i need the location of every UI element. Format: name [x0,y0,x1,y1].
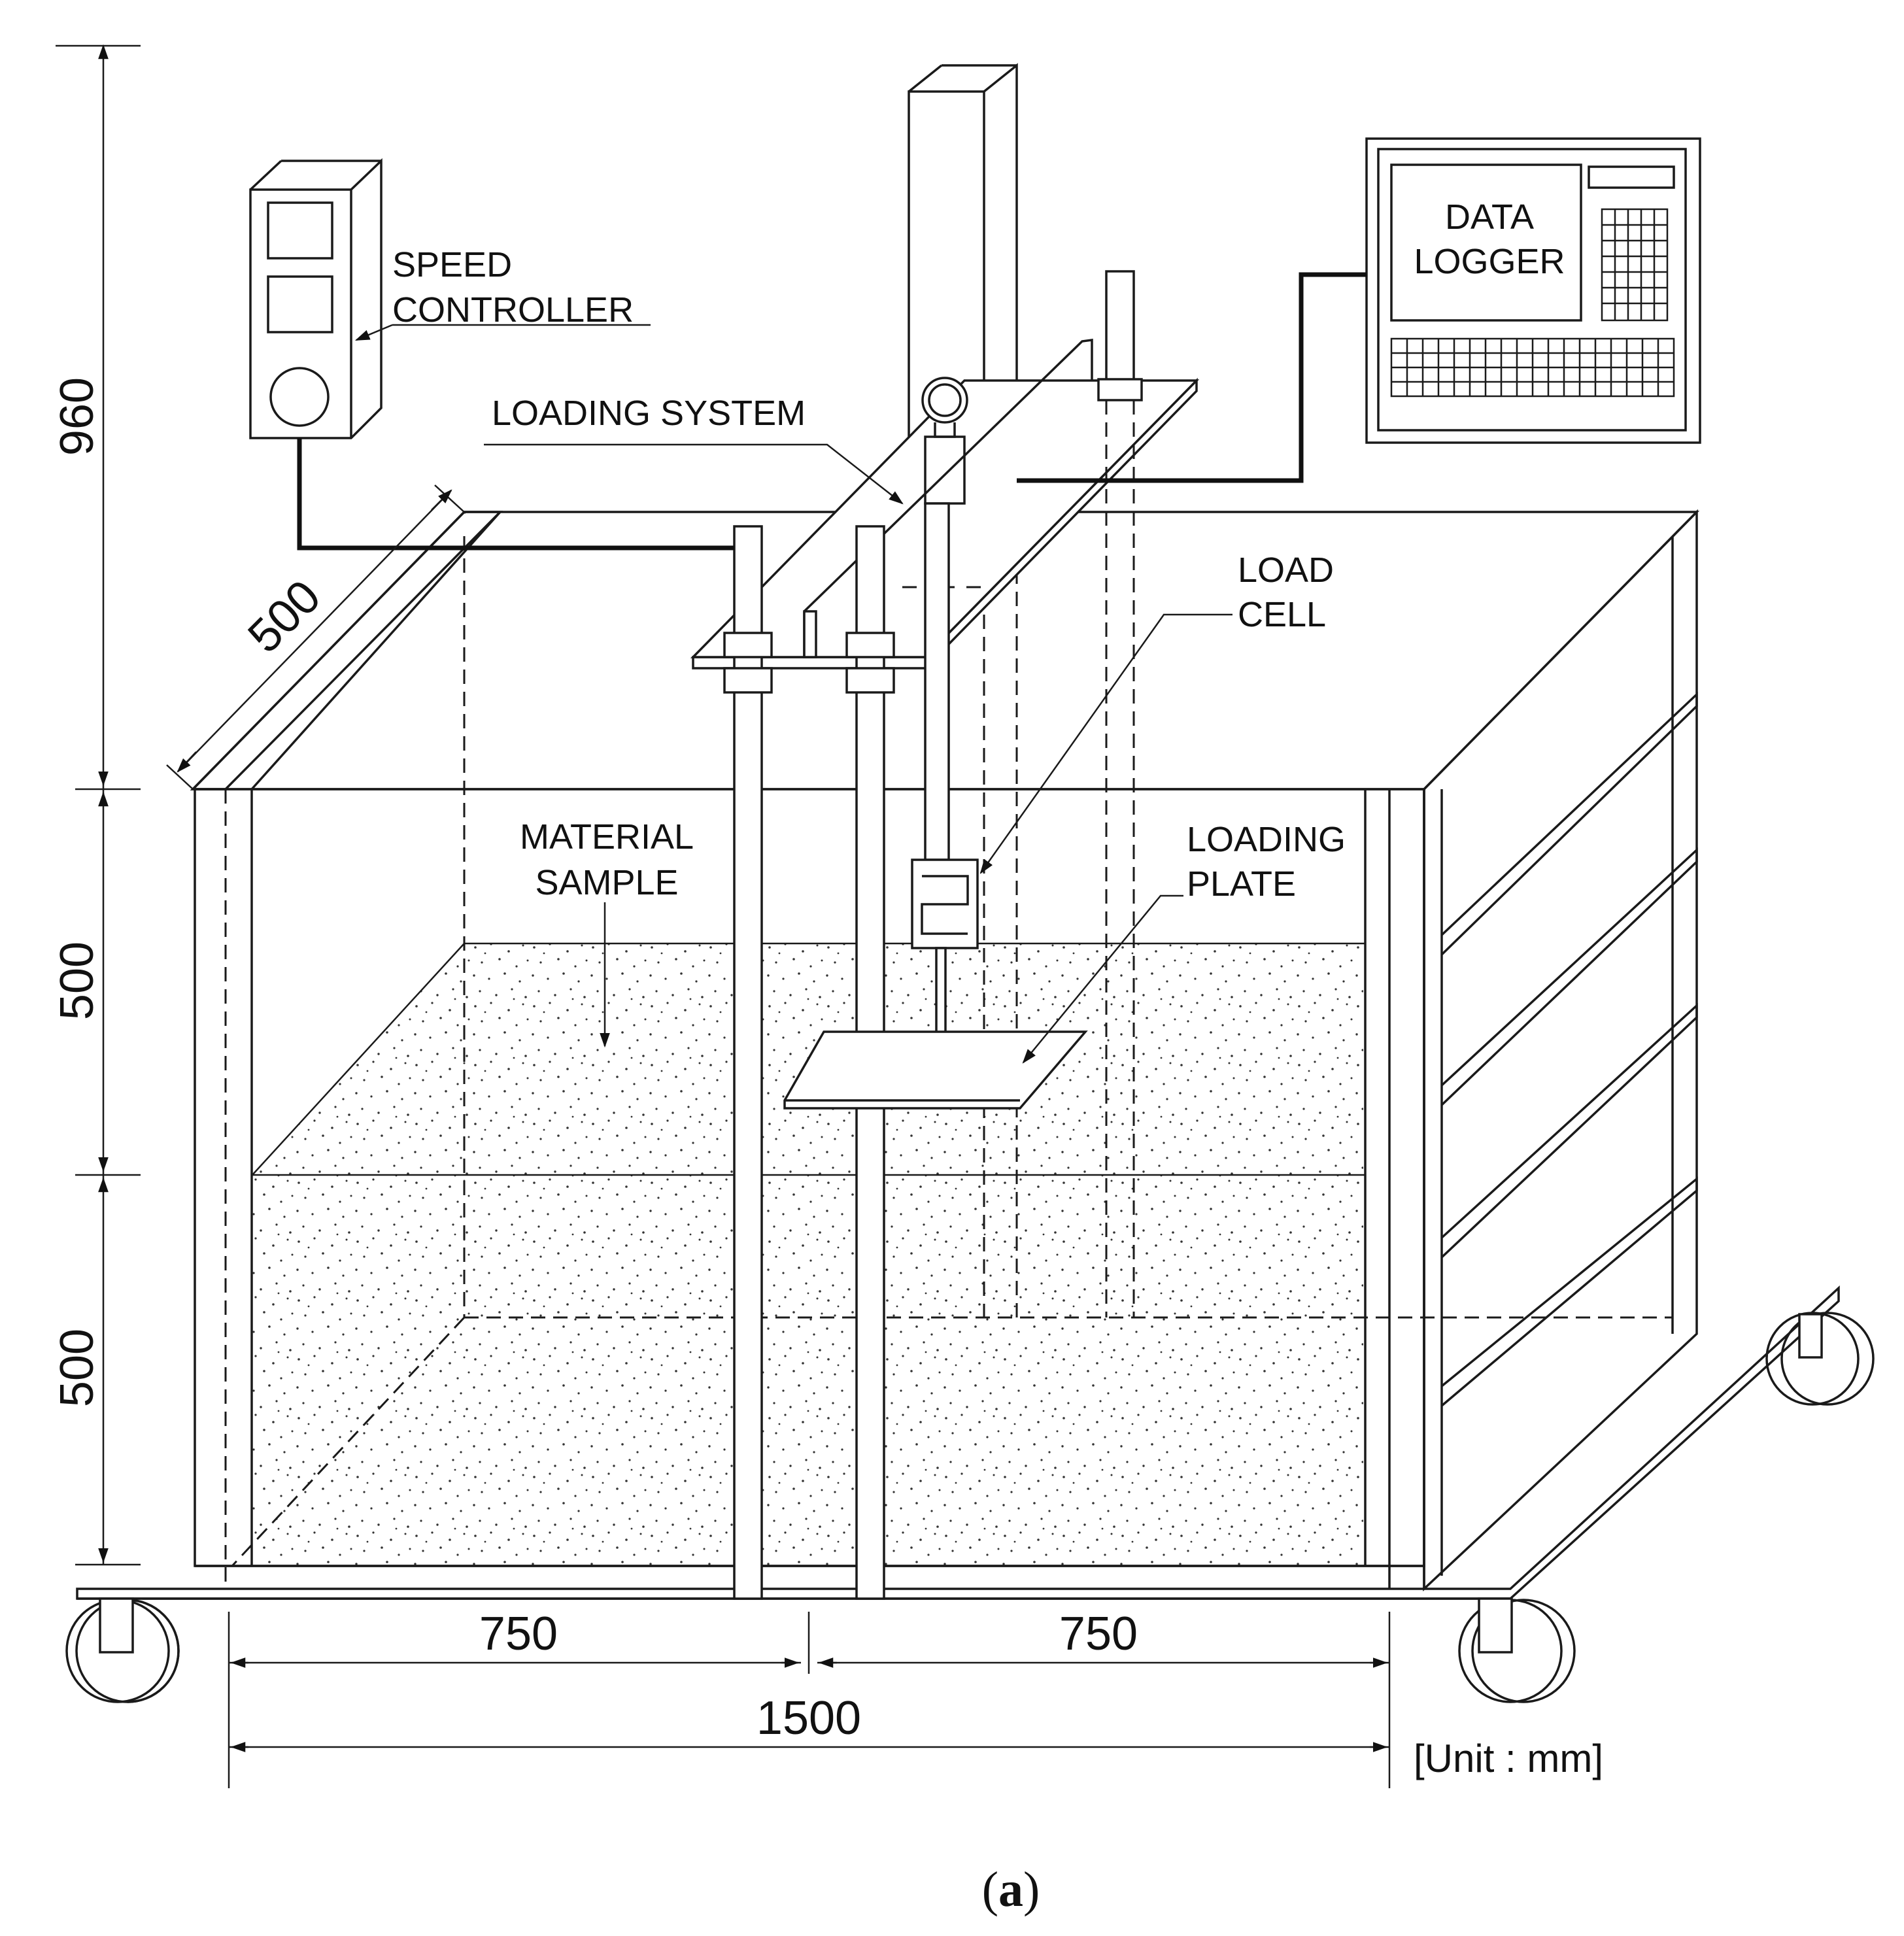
dim-width-1500: 1500 [756,1692,861,1744]
load-cell [911,502,979,949]
test-box [190,509,1700,1592]
speed-controller [249,158,382,439]
caption-open: ( [982,1862,998,1917]
label-logger: LOGGER [1414,242,1565,281]
label-sample: SAMPLE [535,863,678,902]
label-plate: PLATE [1187,864,1296,904]
caption-letter: a [998,1862,1023,1917]
label-material: MATERIAL [520,817,694,857]
label-cell: CELL [1238,595,1326,634]
unit-note: [Unit : mm] [1414,1737,1603,1780]
threaded-rod-left [723,525,773,1600]
dimension-horizontal [228,1612,1391,1788]
dim-depth-500: 500 [238,570,331,663]
material-sample-fill [252,943,1363,1566]
wheel-front-right [1458,1597,1576,1703]
actuator [902,377,987,588]
dim-width-750-left: 750 [479,1608,558,1660]
figure-caption: (a) [982,1862,1040,1917]
dim-height-960: 960 [51,377,103,456]
data-logger [1365,137,1701,444]
leader-loading-system [484,443,904,505]
keypad-grid [1601,208,1669,322]
cable-logger [1017,272,1367,483]
label-loading: LOADING [1187,820,1346,859]
threaded-rod-back [1097,270,1143,1317]
loading-plate [783,1030,1088,1110]
dim-height-500-bottom: 500 [51,1329,103,1407]
leader-loading-plate [1022,894,1183,1064]
dimension-vertical [56,44,141,1566]
label-data: DATA [1445,197,1534,237]
wheel-front-left [65,1597,180,1703]
caption-close: ) [1023,1862,1040,1917]
dim-height-500-mid: 500 [51,942,103,1020]
cable-controller [297,438,734,551]
leader-load-cell [979,613,1232,874]
label-loading-system: LOADING SYSTEM [492,394,806,433]
label-controller: CONTROLLER [392,290,634,330]
label-speed: SPEED [392,245,512,284]
label-load: LOAD [1238,551,1334,590]
keyboard-grid [1390,337,1675,398]
dimension-depth [166,484,466,790]
dim-width-750-right: 750 [1059,1608,1138,1660]
cart-base [76,1285,1840,1600]
wheel-rear-right [1765,1312,1875,1406]
